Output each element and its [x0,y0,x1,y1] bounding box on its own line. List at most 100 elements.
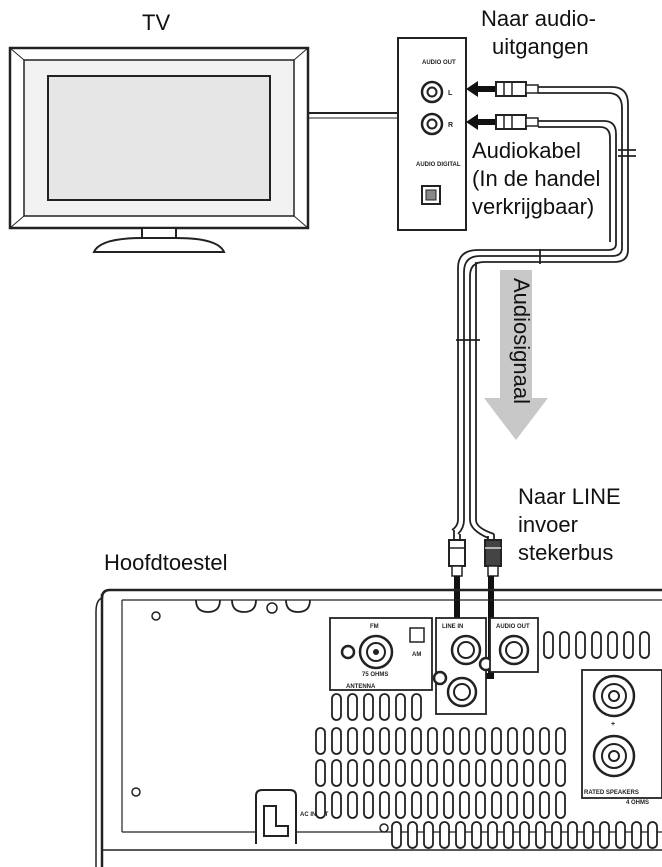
ventilation-slots [315,631,658,849]
vent-slot [331,759,342,787]
arrow-to-jack-r [466,114,478,130]
vent-slot [427,727,438,755]
ohms75-label: 75 OHMS [362,672,388,678]
vent-slot [507,791,518,819]
vent-slot [443,759,454,787]
vent-slot [347,727,358,755]
vent-slot [363,727,374,755]
audiosignaal-label: Audiosignaal [509,278,534,404]
vent-slot [363,759,374,787]
vent-slot [519,821,530,849]
ac-input: AC INPUT [255,789,329,844]
vent-slot [395,727,406,755]
vent-slot [347,693,358,721]
vent-slot [379,759,390,787]
vent-slot [411,727,422,755]
vent-slot [427,791,438,819]
vent-slot [475,791,486,819]
vent-slot [535,821,546,849]
vent-slot [363,791,374,819]
plug-white [448,539,466,567]
ac-input-label: AC INPUT [300,812,329,818]
vent-slot [411,791,422,819]
vent-slot [523,791,534,819]
plug-l [495,81,527,97]
vent-slot [471,821,482,849]
am-label: AM [412,652,421,658]
vent-slot [631,821,642,849]
vent-slot [459,791,470,819]
main-audio-out-label: AUDIO OUT [496,624,530,630]
vent-slot [539,727,550,755]
vent-slot [379,693,390,721]
vent-slot [347,791,358,819]
vent-slot [315,791,326,819]
vent-slot [379,791,390,819]
vent-slot [507,727,518,755]
vent-slot [487,821,498,849]
antenna-block: FM 75 OHMS ANTENNA AM [329,617,433,691]
vent-slot [607,631,618,659]
vent-slot [411,693,422,721]
vent-slot [647,821,658,849]
naar-audio-label-line1: Naar audio- [481,6,596,31]
vent-slot [443,791,454,819]
line-in-label: LINE IN [442,624,463,630]
vent-slot [599,821,610,849]
rated-speakers-label: RATED SPEAKERS [584,790,639,796]
vent-slot [331,693,342,721]
antenna-label: ANTENNA [346,684,376,690]
naar-line-label-line3: stekerbus [518,540,614,565]
vent-slot [475,759,486,787]
vent-slot [623,631,634,659]
vent-slot [315,759,326,787]
vent-slot [567,821,578,849]
tv-stand [92,237,226,253]
vent-slot [331,791,342,819]
vent-slot [363,693,374,721]
plug-r [495,114,527,130]
vent-slot [315,727,326,755]
vent-slot [443,727,454,755]
tv-screen [47,75,271,201]
tv-illustration [8,46,398,253]
fm-label: FM [370,624,379,630]
vent-slot [395,693,406,721]
vent-slot [427,759,438,787]
tv-jack-panel: AUDIO OUT L R AUDIO DIGITAL [397,37,467,231]
vent-slot [591,631,602,659]
vent-slot [639,631,650,659]
audio-cable [451,86,636,540]
vent-slot [459,727,470,755]
vent-slot [475,727,486,755]
vent-slot [523,727,534,755]
line-in-block: LINE IN [432,617,494,715]
vent-slot [615,821,626,849]
vent-slot [491,759,502,787]
vent-slot [455,821,466,849]
hoofdtoestel-label: Hoofdtoestel [104,550,228,575]
tv-side-plugs [466,81,539,130]
vent-slot [331,727,342,755]
vent-slot [491,791,502,819]
tv-jack-r-label: R [448,122,453,129]
vent-slot [551,821,562,849]
audiokabel-label-line3: verkrijgbaar) [472,194,595,219]
tv-jack-l-label: L [448,90,453,97]
tv-label: TV [142,10,171,35]
vent-slot [407,821,418,849]
svg-text:+: + [611,721,615,728]
main-unit-rear-panel [95,588,662,867]
vent-slot [503,821,514,849]
vent-slot [491,727,502,755]
naar-audio-label-line2: uitgangen [492,34,589,59]
vent-slot [347,759,358,787]
vent-slot [583,821,594,849]
vent-slot [539,759,550,787]
audiokabel-label-line1: Audiokabel [472,138,581,163]
speaker-terminals: + RATED SPEAKERS 4 OHMS [581,669,662,806]
vent-slot [459,759,470,787]
tv-audio-digital-label: AUDIO DIGITAL [416,162,461,168]
vent-slot [543,631,554,659]
